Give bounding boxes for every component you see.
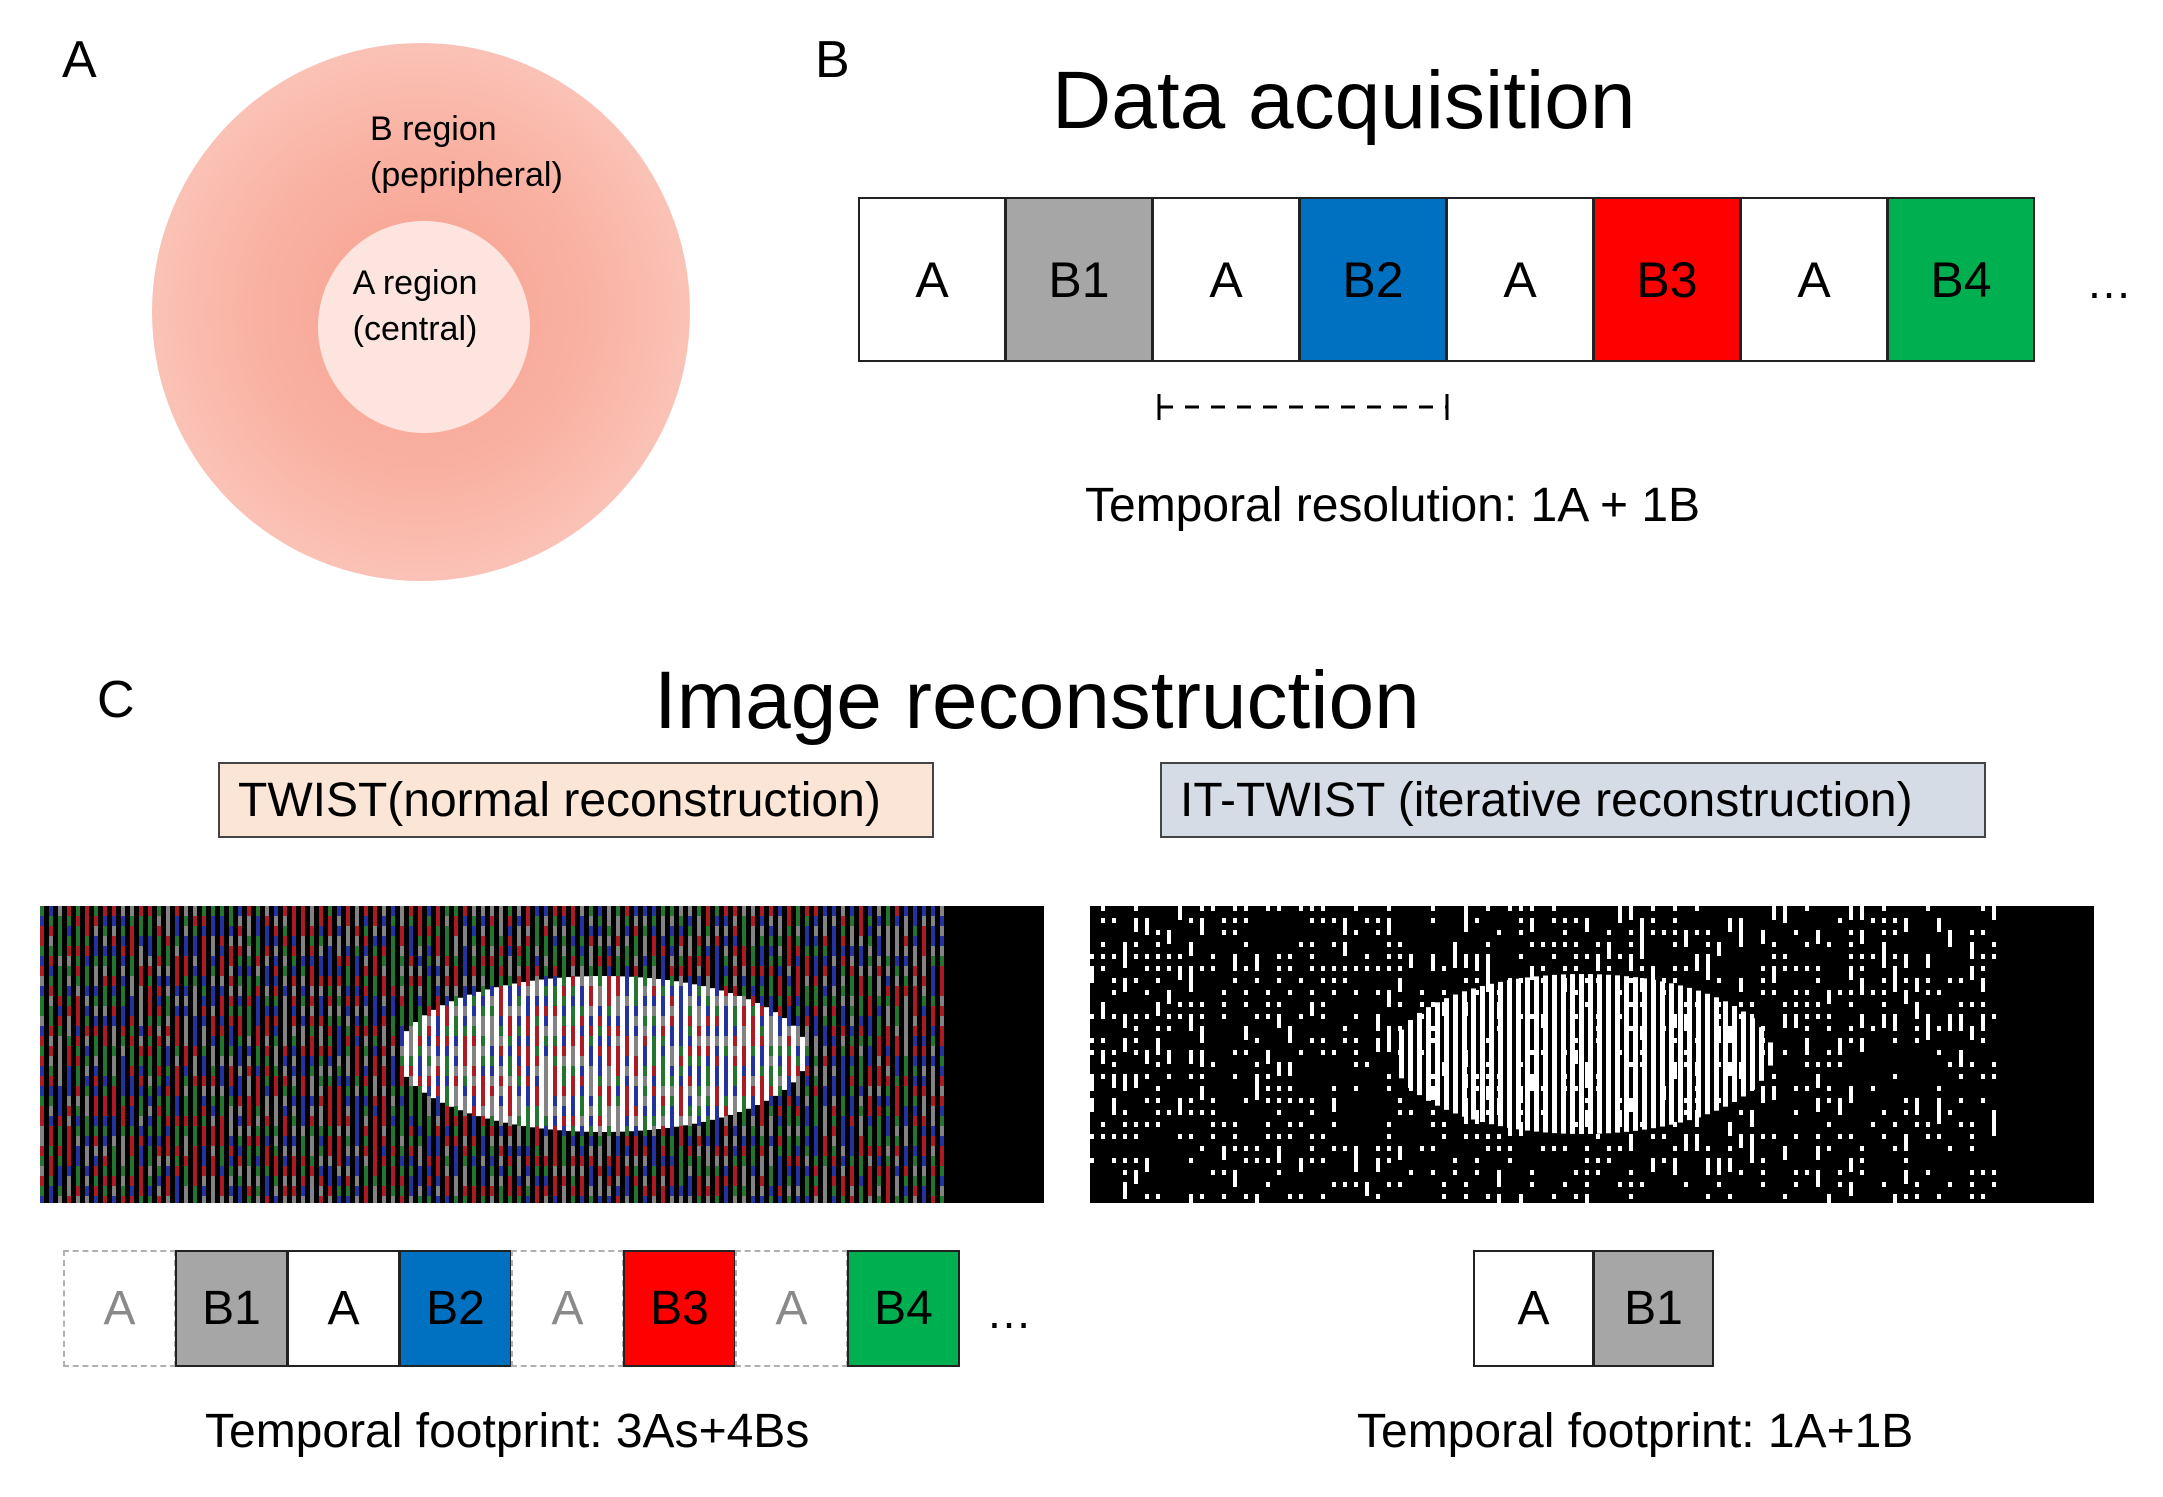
sequence-ellipsis: … — [2086, 256, 2132, 308]
twist-label: TWIST(normal reconstruction) — [218, 762, 934, 838]
it-twist-block-1: A — [1473, 1250, 1594, 1367]
acquisition-block-6: B3 — [1593, 197, 1741, 362]
twist-block-5: A — [511, 1250, 624, 1367]
temporal-resolution-bracket — [1157, 394, 1449, 420]
k-space-diagram — [152, 43, 690, 581]
temporal-resolution-caption: Temporal resolution: 1A + 1B — [1085, 479, 1701, 532]
it-twist-label: IT-TWIST (iterative reconstruction) — [1160, 762, 1986, 838]
twist-sequence-ellipsis: … — [986, 1286, 1032, 1338]
acquisition-block-7: A — [1740, 197, 1888, 362]
panel-a-letter: A — [62, 31, 97, 89]
twist-block-3: A — [287, 1250, 400, 1367]
acquisition-block-2: B1 — [1005, 197, 1153, 362]
acquisition-block-1: A — [858, 197, 1006, 362]
twist-reconstruction-image — [40, 906, 1044, 1203]
it-twist-footprint-caption: Temporal footprint: 1A+1B — [1357, 1405, 1914, 1458]
it-twist-block-2: B1 — [1593, 1250, 1714, 1367]
twist-block-6: B3 — [623, 1250, 736, 1367]
twist-block-1: A — [63, 1250, 176, 1367]
twist-block-8: B4 — [847, 1250, 960, 1367]
twist-block-4: B2 — [399, 1250, 512, 1367]
it-twist-reconstruction-image — [1090, 906, 2094, 1203]
acquisition-block-4: B2 — [1299, 197, 1447, 362]
a-region-label-line1: A region — [352, 264, 478, 302]
panel-c-letter: C — [97, 671, 135, 729]
a-region-label-line2: (central) — [352, 310, 478, 348]
a-region-circle — [318, 221, 530, 433]
acquisition-block-5: A — [1446, 197, 1594, 362]
twist-footprint-caption: Temporal footprint: 3As+4Bs — [205, 1405, 810, 1458]
data-acquisition-title: Data acquisition — [1052, 55, 1636, 146]
twist-block-2: B1 — [175, 1250, 288, 1367]
a-region-label: A region (central) — [330, 260, 500, 352]
acquisition-block-3: A — [1152, 197, 1300, 362]
b-region-label: B region (pepripheral) — [370, 106, 563, 198]
panel-b-letter: B — [815, 31, 850, 89]
acquisition-block-8: B4 — [1887, 197, 2035, 362]
image-reconstruction-title: Image reconstruction — [654, 655, 1420, 746]
twist-block-7: A — [735, 1250, 848, 1367]
b-region-label-line2: (pepripheral) — [370, 156, 563, 194]
b-region-label-line1: B region — [370, 110, 497, 148]
